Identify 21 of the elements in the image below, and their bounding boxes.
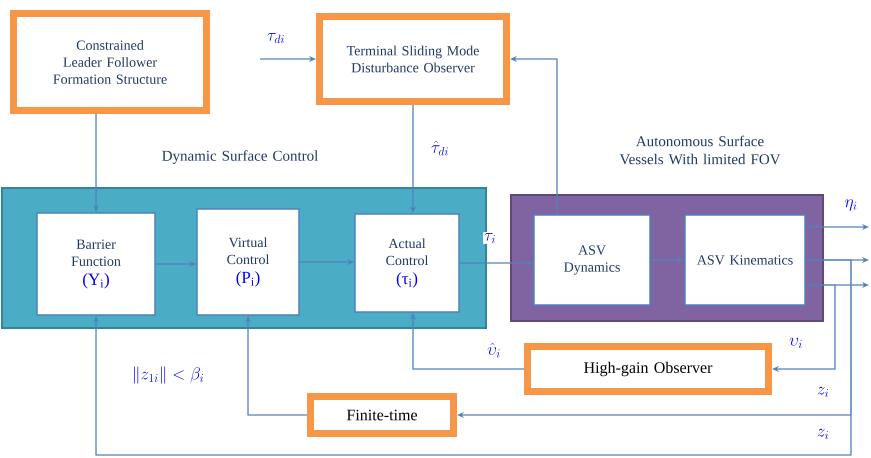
edge-label: $z_{i}$: [816, 428, 830, 440]
edge-label: $\upsilon_{i}$: [788, 336, 804, 349]
condition-label: $\|z_{1i}\| < \beta_{i}$: [134, 366, 204, 384]
node-label: Autonomous Surface Vessels With limited FOV: [620, 136, 780, 164]
edge-label: $\hat{\upsilon}_{i}$: [486, 342, 502, 358]
block-box: Barrier Function (Υ$_{i}$): [36, 212, 156, 316]
edge-label: $\tau_{di}$: [266, 32, 286, 44]
block-box: Actual Control (τ$_{i}$): [354, 213, 460, 313]
process-box: Finite-time: [307, 393, 457, 437]
process-box: Constrained Leader Follower Formation Structure: [10, 10, 210, 114]
node-label: Dynamic Surface Control: [162, 150, 318, 164]
edge-label: $\eta_{i}$: [844, 198, 858, 212]
edge-label: $\hat{\tau}_{di}$: [430, 140, 450, 156]
block-box: ASV Kinematics: [684, 214, 806, 306]
block-box: ASV Dynamics: [533, 214, 651, 306]
process-box: High-gain Observer: [524, 343, 772, 395]
arrow: [92, 259, 852, 456]
process-box: Terminal Sliding Mode Disturbance Observer: [316, 13, 510, 105]
edge-label: $z_{i}$: [816, 386, 830, 398]
edge-label: $\tau_{i}$: [483, 232, 497, 244]
block-box: Virtual Control (P$_{i}$): [196, 208, 300, 316]
